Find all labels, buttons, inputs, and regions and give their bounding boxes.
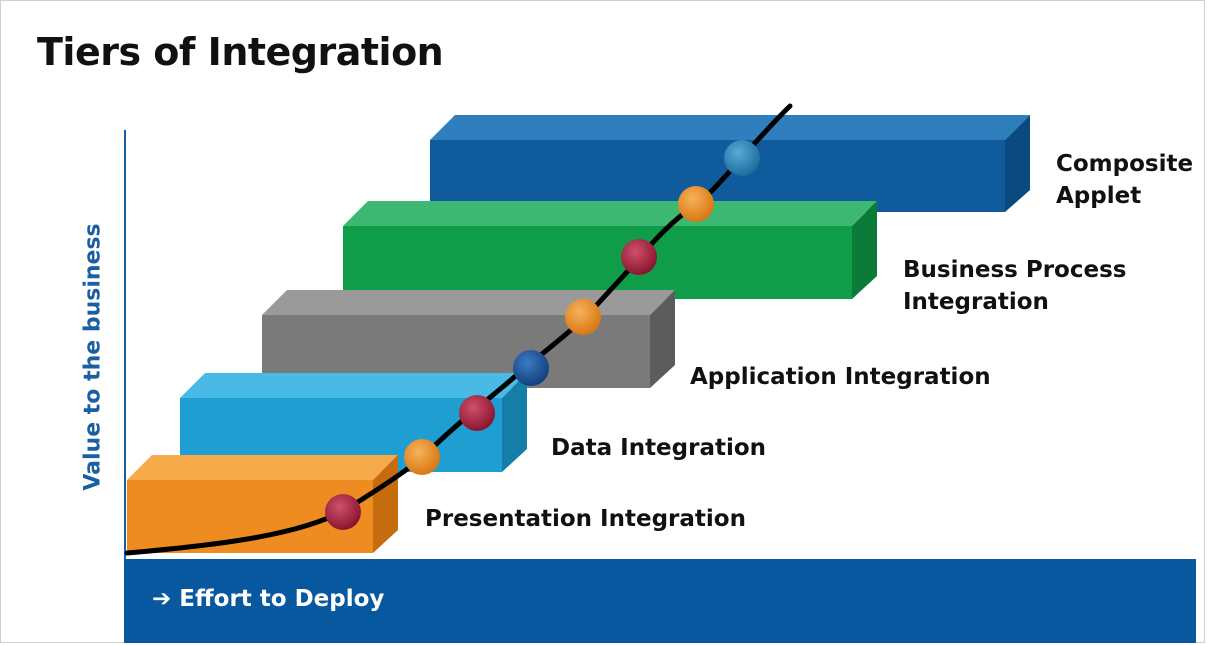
tier-block-front-face (430, 140, 1005, 212)
tier-block-top-face (343, 201, 877, 226)
tier-block-side-face (502, 373, 527, 472)
tier-block-top-face (180, 373, 527, 398)
x-axis-label-text: Effort to Deploy (179, 586, 385, 612)
curve-marker-red-dot (621, 239, 657, 275)
curve-marker-red-dot (325, 494, 361, 530)
x-axis-label: ➔ Effort to Deploy (152, 586, 384, 612)
tier-block-top-face (127, 455, 398, 480)
tier-block-top-face (430, 115, 1030, 140)
y-axis-line (124, 130, 126, 562)
tier-block-top-face (262, 290, 675, 315)
tier-block-side-face (650, 290, 675, 388)
curve-marker-red-dot (459, 395, 495, 431)
tier-block-composite-applet (430, 115, 1030, 212)
tier-block-business-process (343, 201, 877, 299)
tier-label-line: Composite (1056, 151, 1194, 177)
tier-block-front-face (343, 226, 852, 299)
curve-marker-navy-dot (513, 350, 549, 386)
tier-block-side-face (1005, 115, 1030, 212)
tier-label-presentation: Presentation Integration (425, 506, 746, 532)
tier-label-data: Data Integration (551, 435, 767, 461)
tier-label-line: Integration (903, 289, 1049, 315)
tier-label-line: Applet (1056, 183, 1142, 209)
tier-label-business-process: Business Process Integration (903, 254, 1126, 318)
tier-label-line: Business Process (903, 257, 1127, 283)
right-arrow-icon: ➔ (152, 586, 172, 612)
curve-marker-orange-dot (404, 439, 440, 475)
curve-marker-lightblue-dot (724, 140, 760, 176)
curve-marker-orange-dot (678, 186, 714, 222)
page-title: Tiers of Integration (37, 30, 444, 74)
x-axis-bar (124, 559, 1196, 643)
tier-label-application: Application Integration (690, 364, 991, 390)
curve-marker-orange-dot (565, 299, 601, 335)
tier-block-side-face (852, 201, 877, 299)
tier-label-composite-applet: Composite Applet (1056, 148, 1193, 212)
